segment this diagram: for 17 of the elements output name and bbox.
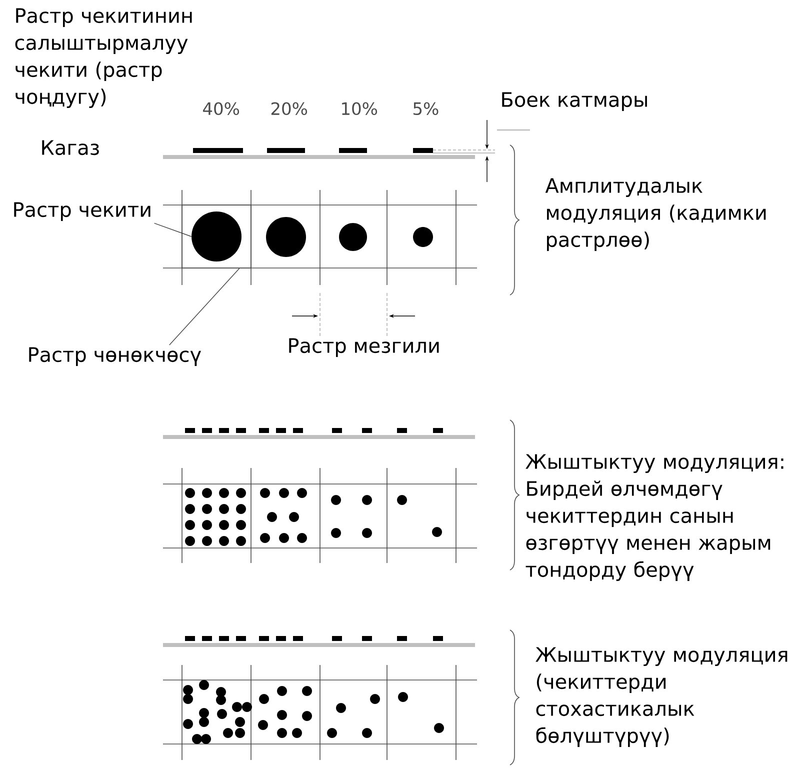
text-label: Растр чекитинин салыштырмалуу чекити (растр чоңдугу): [15, 8, 192, 108]
screen-cell: [182, 204, 252, 268]
text-label: Кагаз: [42, 140, 99, 156]
text-label: 5%: [414, 102, 438, 116]
text-label: Жыштыктуу модуляция: Бирдей өлчөмдөгү чекиттердин санын өзгөртүү менен жарым тондорду берүү: [526, 454, 784, 581]
callout-label: Растр чөнөкчөсү: [29, 347, 201, 366]
leader-line: [154, 222, 192, 237]
text-label: Амплитудалык модуляция (кадимки растрлөө): [545, 178, 766, 251]
halftone-dot: [192, 212, 242, 262]
text-label: Жыштыктуу модуляция (чекиттерди стохастикалык бөлүштүрүү): [536, 647, 788, 747]
text-label: 20%: [271, 102, 308, 116]
text-label: Боек катмары: [502, 92, 647, 111]
text-label: Растр мезгили: [289, 338, 439, 357]
callout-label: Растр чекити: [14, 202, 150, 221]
leader-line: [169, 268, 240, 346]
text-label: 40%: [203, 102, 240, 116]
text-label: 10%: [342, 102, 378, 116]
